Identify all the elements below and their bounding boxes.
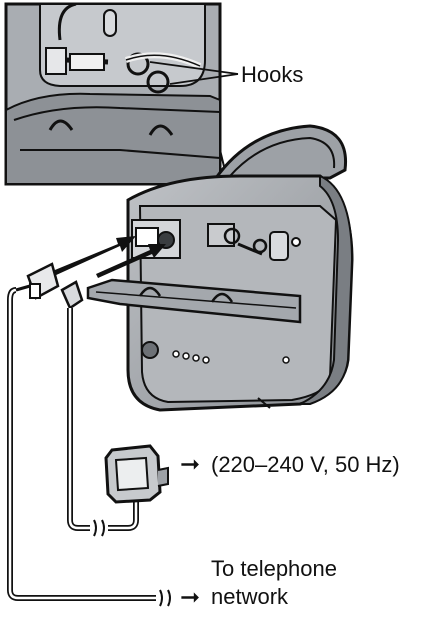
network-label-line1: To telephone — [211, 556, 337, 581]
hooks-label: Hooks — [241, 62, 304, 87]
power-arrow-icon: ➞ — [180, 451, 201, 478]
network-arrow-icon: ➞ — [180, 584, 201, 611]
insertion-arrows — [50, 236, 166, 278]
zoom-inset — [4, 2, 222, 186]
power-spec-label: (220–240 V, 50 Hz) — [211, 452, 400, 477]
ac-adaptor-cord — [60, 280, 169, 537]
network-label-line2: network — [211, 584, 289, 609]
telephone-cord — [7, 262, 171, 607]
base-unit — [86, 124, 354, 412]
hooks-leader-lines — [149, 61, 239, 85]
